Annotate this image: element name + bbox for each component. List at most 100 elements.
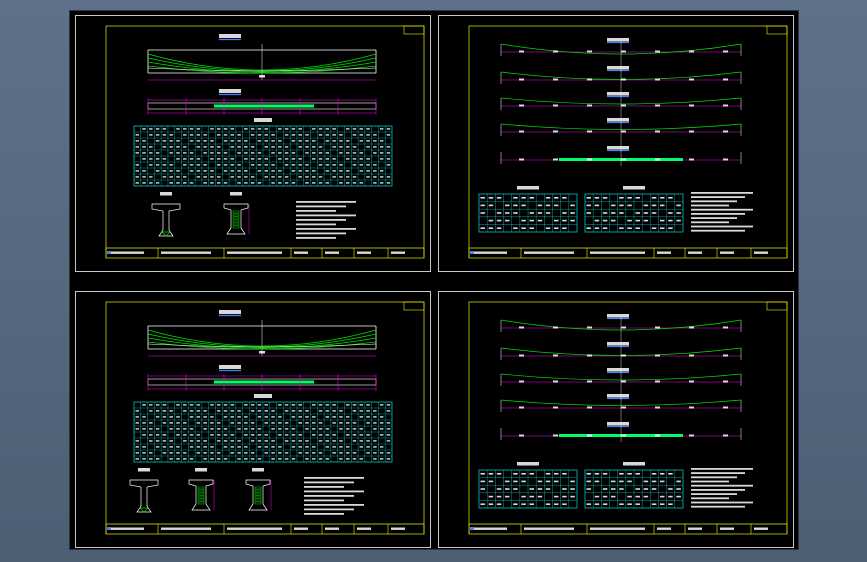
strand-band: [214, 104, 314, 108]
table-cell-mark: [142, 176, 146, 178]
table-cell-mark: [278, 434, 282, 436]
table-cell-mark: [325, 434, 330, 436]
table-cell-mark: [298, 434, 302, 436]
table-cell-mark: [373, 170, 377, 172]
profile-dim-mark: [621, 130, 626, 133]
title-bar-text-mark: [325, 527, 339, 530]
table-cell-mark: [271, 152, 275, 154]
table-cell-mark: [196, 404, 201, 406]
table-cell-mark: [162, 410, 167, 412]
table-cell-mark: [312, 176, 316, 178]
table-cell-mark: [594, 495, 600, 498]
title-bar-text-mark: [688, 527, 702, 530]
table-cell-mark: [627, 227, 632, 229]
table-cell-mark: [379, 128, 384, 130]
table-cell-mark: [345, 170, 350, 172]
table-cell-mark: [496, 212, 502, 214]
note-text-mark: [296, 223, 336, 226]
table-cell-mark: [529, 503, 534, 505]
table-cell-mark: [149, 422, 153, 424]
table-cell-mark: [230, 158, 235, 160]
profile-dim-mark: [587, 50, 592, 53]
table-cell-mark: [488, 473, 494, 475]
title-bar-text-mark: [294, 527, 308, 530]
table-cell-mark: [149, 128, 153, 130]
table-cell-mark: [244, 158, 248, 160]
table-cell-mark: [537, 219, 543, 222]
title-block-logo: [470, 527, 474, 530]
drawing-sheet-bottom-left[interactable]: [75, 291, 431, 548]
table-cell-mark: [635, 212, 640, 214]
table-cell-mark: [250, 458, 255, 460]
table-cell-mark: [339, 164, 343, 166]
table-cell-mark: [278, 146, 282, 148]
table-cell-mark: [298, 452, 302, 454]
drawing-sheet-bottom-right[interactable]: [438, 291, 794, 548]
profile-dim-mark: [621, 78, 626, 81]
table-cell-mark: [325, 170, 330, 172]
table-cell-mark: [210, 152, 214, 154]
table-cell-mark: [149, 176, 153, 178]
table-cell-mark: [488, 204, 494, 207]
table-cell-mark: [627, 495, 632, 498]
table-cell-mark: [155, 164, 160, 166]
table-cell-mark: [223, 140, 228, 142]
table-cell-mark: [183, 458, 187, 460]
table-cell-mark: [244, 182, 248, 184]
profile-title-mark: [607, 146, 629, 150]
table-cell-mark: [379, 146, 384, 148]
table-cell-mark: [676, 212, 681, 214]
drawing-sheet-top-right[interactable]: [438, 15, 794, 272]
table-cell-mark: [284, 440, 289, 442]
table-cell-mark: [278, 152, 282, 154]
profile-dim-mark: [519, 354, 524, 357]
profile-dim-mark: [519, 380, 524, 383]
drawing-canvas[interactable]: [70, 11, 798, 549]
table-cell-mark: [373, 164, 377, 166]
table-cell-mark: [284, 182, 289, 184]
table-cell-mark: [223, 404, 228, 406]
inner-border: [468, 301, 788, 535]
table-cell-mark: [332, 434, 336, 436]
table-cell-mark: [216, 452, 221, 454]
table-cell-mark: [203, 458, 207, 460]
table-cell-mark: [521, 197, 526, 199]
table-cell-mark: [619, 197, 624, 199]
table-cell-mark: [237, 152, 241, 154]
table-cell-mark: [386, 146, 391, 148]
note-text-mark: [296, 201, 356, 203]
table-cell-mark: [660, 204, 665, 207]
table-cell-mark: [284, 164, 289, 166]
profile-dim-mark: [689, 434, 694, 437]
table-cell-mark: [545, 488, 551, 490]
table-cell-mark: [291, 416, 296, 418]
table-cell-mark: [149, 434, 153, 436]
table-cell-mark: [339, 146, 343, 148]
table-cell-mark: [196, 452, 201, 454]
profile-dim-mark: [519, 78, 524, 81]
table-cell-mark: [284, 146, 289, 148]
profile-dim-mark: [553, 380, 558, 383]
sheet-graphics: [105, 301, 425, 535]
drawing-sheet-top-left[interactable]: [75, 15, 431, 272]
table-cell-mark: [373, 428, 377, 430]
table-cell-mark: [570, 488, 575, 490]
table-cell-mark: [332, 446, 336, 448]
duct-mark: [232, 216, 240, 220]
table-cell-mark: [169, 164, 173, 166]
table-cell-mark: [142, 170, 146, 172]
table-cell-mark: [554, 197, 559, 199]
table-cell-mark: [325, 134, 330, 136]
table-cell-mark: [216, 158, 221, 160]
table-cell-mark: [203, 410, 207, 412]
table-cell-mark: [545, 204, 551, 207]
tendon-curve: [147, 67, 377, 72]
table-cell-mark: [189, 170, 194, 172]
table-cell-mark: [162, 452, 167, 454]
table-cell-mark: [545, 197, 551, 199]
table-cell-mark: [169, 422, 173, 424]
table-cell-mark: [149, 152, 153, 154]
table-cell-mark: [537, 488, 543, 490]
table-cell-mark: [155, 410, 160, 412]
